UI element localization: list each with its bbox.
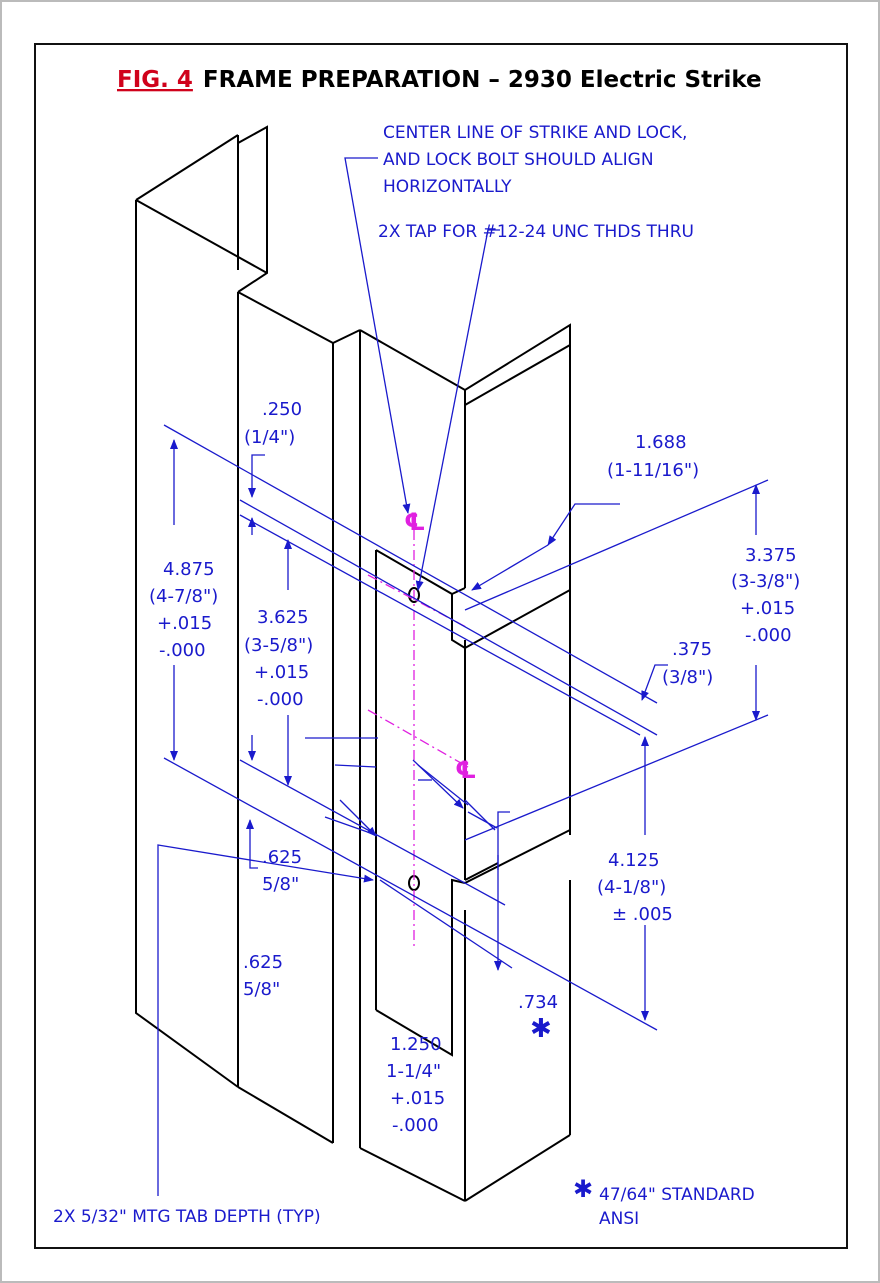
note-centerline-line3: HORIZONTALLY [383,177,512,197]
leader-tap [415,229,500,591]
dim-625-upper-fraction: 5/8" [262,874,299,895]
dim-4875-value: 4.875 [163,559,215,580]
dim-375-fraction: (3/8") [662,667,713,688]
dimension-lines [163,424,769,1031]
note-centerline-line2: AND LOCK BOLT SHOULD ALIGN [383,150,654,170]
dim-3375-fraction: (3-3/8") [731,571,800,592]
dim-3375-value: 3.375 [745,545,797,566]
ansi-asterisk-footnote: ✱ [573,1175,593,1203]
note-ansi-line1: 47/64" STANDARD [599,1185,755,1205]
dim-3625-value: 3.625 [257,607,309,628]
dim-1250-fraction: 1-1/4" [386,1061,441,1082]
dim-250-value: .250 [262,399,302,420]
dim-1688-value: 1.688 [635,432,687,453]
note-tab-depth: 2X 5/32" MTG TAB DEPTH (TYP) [53,1207,321,1227]
centerline-symbol-upper: ℄ [404,508,426,536]
dim-625-lower-value: .625 [243,952,283,973]
frame-outline [135,125,571,1202]
dimension-labels: .250 (1/4") 4.875 (4-7/8") +.015 -.000 3… [149,399,800,1136]
note-tap: 2X TAP FOR #12-24 UNC THDS THRU [378,222,694,242]
dim-4875-plus: +.015 [157,613,212,634]
centerline-symbol-lower: ℄ [455,756,477,784]
dim-1250-plus: +.015 [390,1088,445,1109]
dim-4125-value: 4.125 [608,850,660,871]
dim-4875-minus: -.000 [159,640,206,661]
dim-1250-value: 1.250 [390,1034,442,1055]
dim-734-asterisk: ✱ [530,1014,552,1044]
dim-3375-plus: +.015 [740,598,795,619]
title-text: FRAME PREPARATION – 2930 Electric Strike [203,67,762,93]
drawing-title: FIG. 4 FRAME PREPARATION – 2930 Electric … [117,67,762,93]
dim-1250-minus: -.000 [392,1115,439,1136]
dim-3625-fraction: (3-5/8") [244,635,313,656]
dim-4875-fraction: (4-7/8") [149,586,218,607]
fig-label: FIG. 4 [117,67,193,93]
dim-625-upper-value: .625 [262,847,302,868]
dim-3625-minus: -.000 [257,689,304,710]
dim-1688-fraction: (1-11/16") [607,460,699,481]
dim-625-lower-fraction: 5/8" [243,979,280,1000]
leader-centerline [344,157,411,514]
drawing-frame [34,43,848,1249]
dim-3375-minus: -.000 [745,625,792,646]
dim-375-value: .375 [672,639,712,660]
dim-3625-plus: +.015 [254,662,309,683]
leader-tab-depth [157,844,374,1196]
dim-250-fraction: (1/4") [244,427,295,448]
note-centerline-line1: CENTER LINE OF STRIKE AND LOCK, [383,123,687,143]
dim-4125-tolerance: ± .005 [612,904,673,925]
dim-734-value: .734 [518,992,558,1013]
dim-4125-fraction: (4-1/8") [597,877,666,898]
note-ansi-line2: ANSI [599,1209,639,1229]
